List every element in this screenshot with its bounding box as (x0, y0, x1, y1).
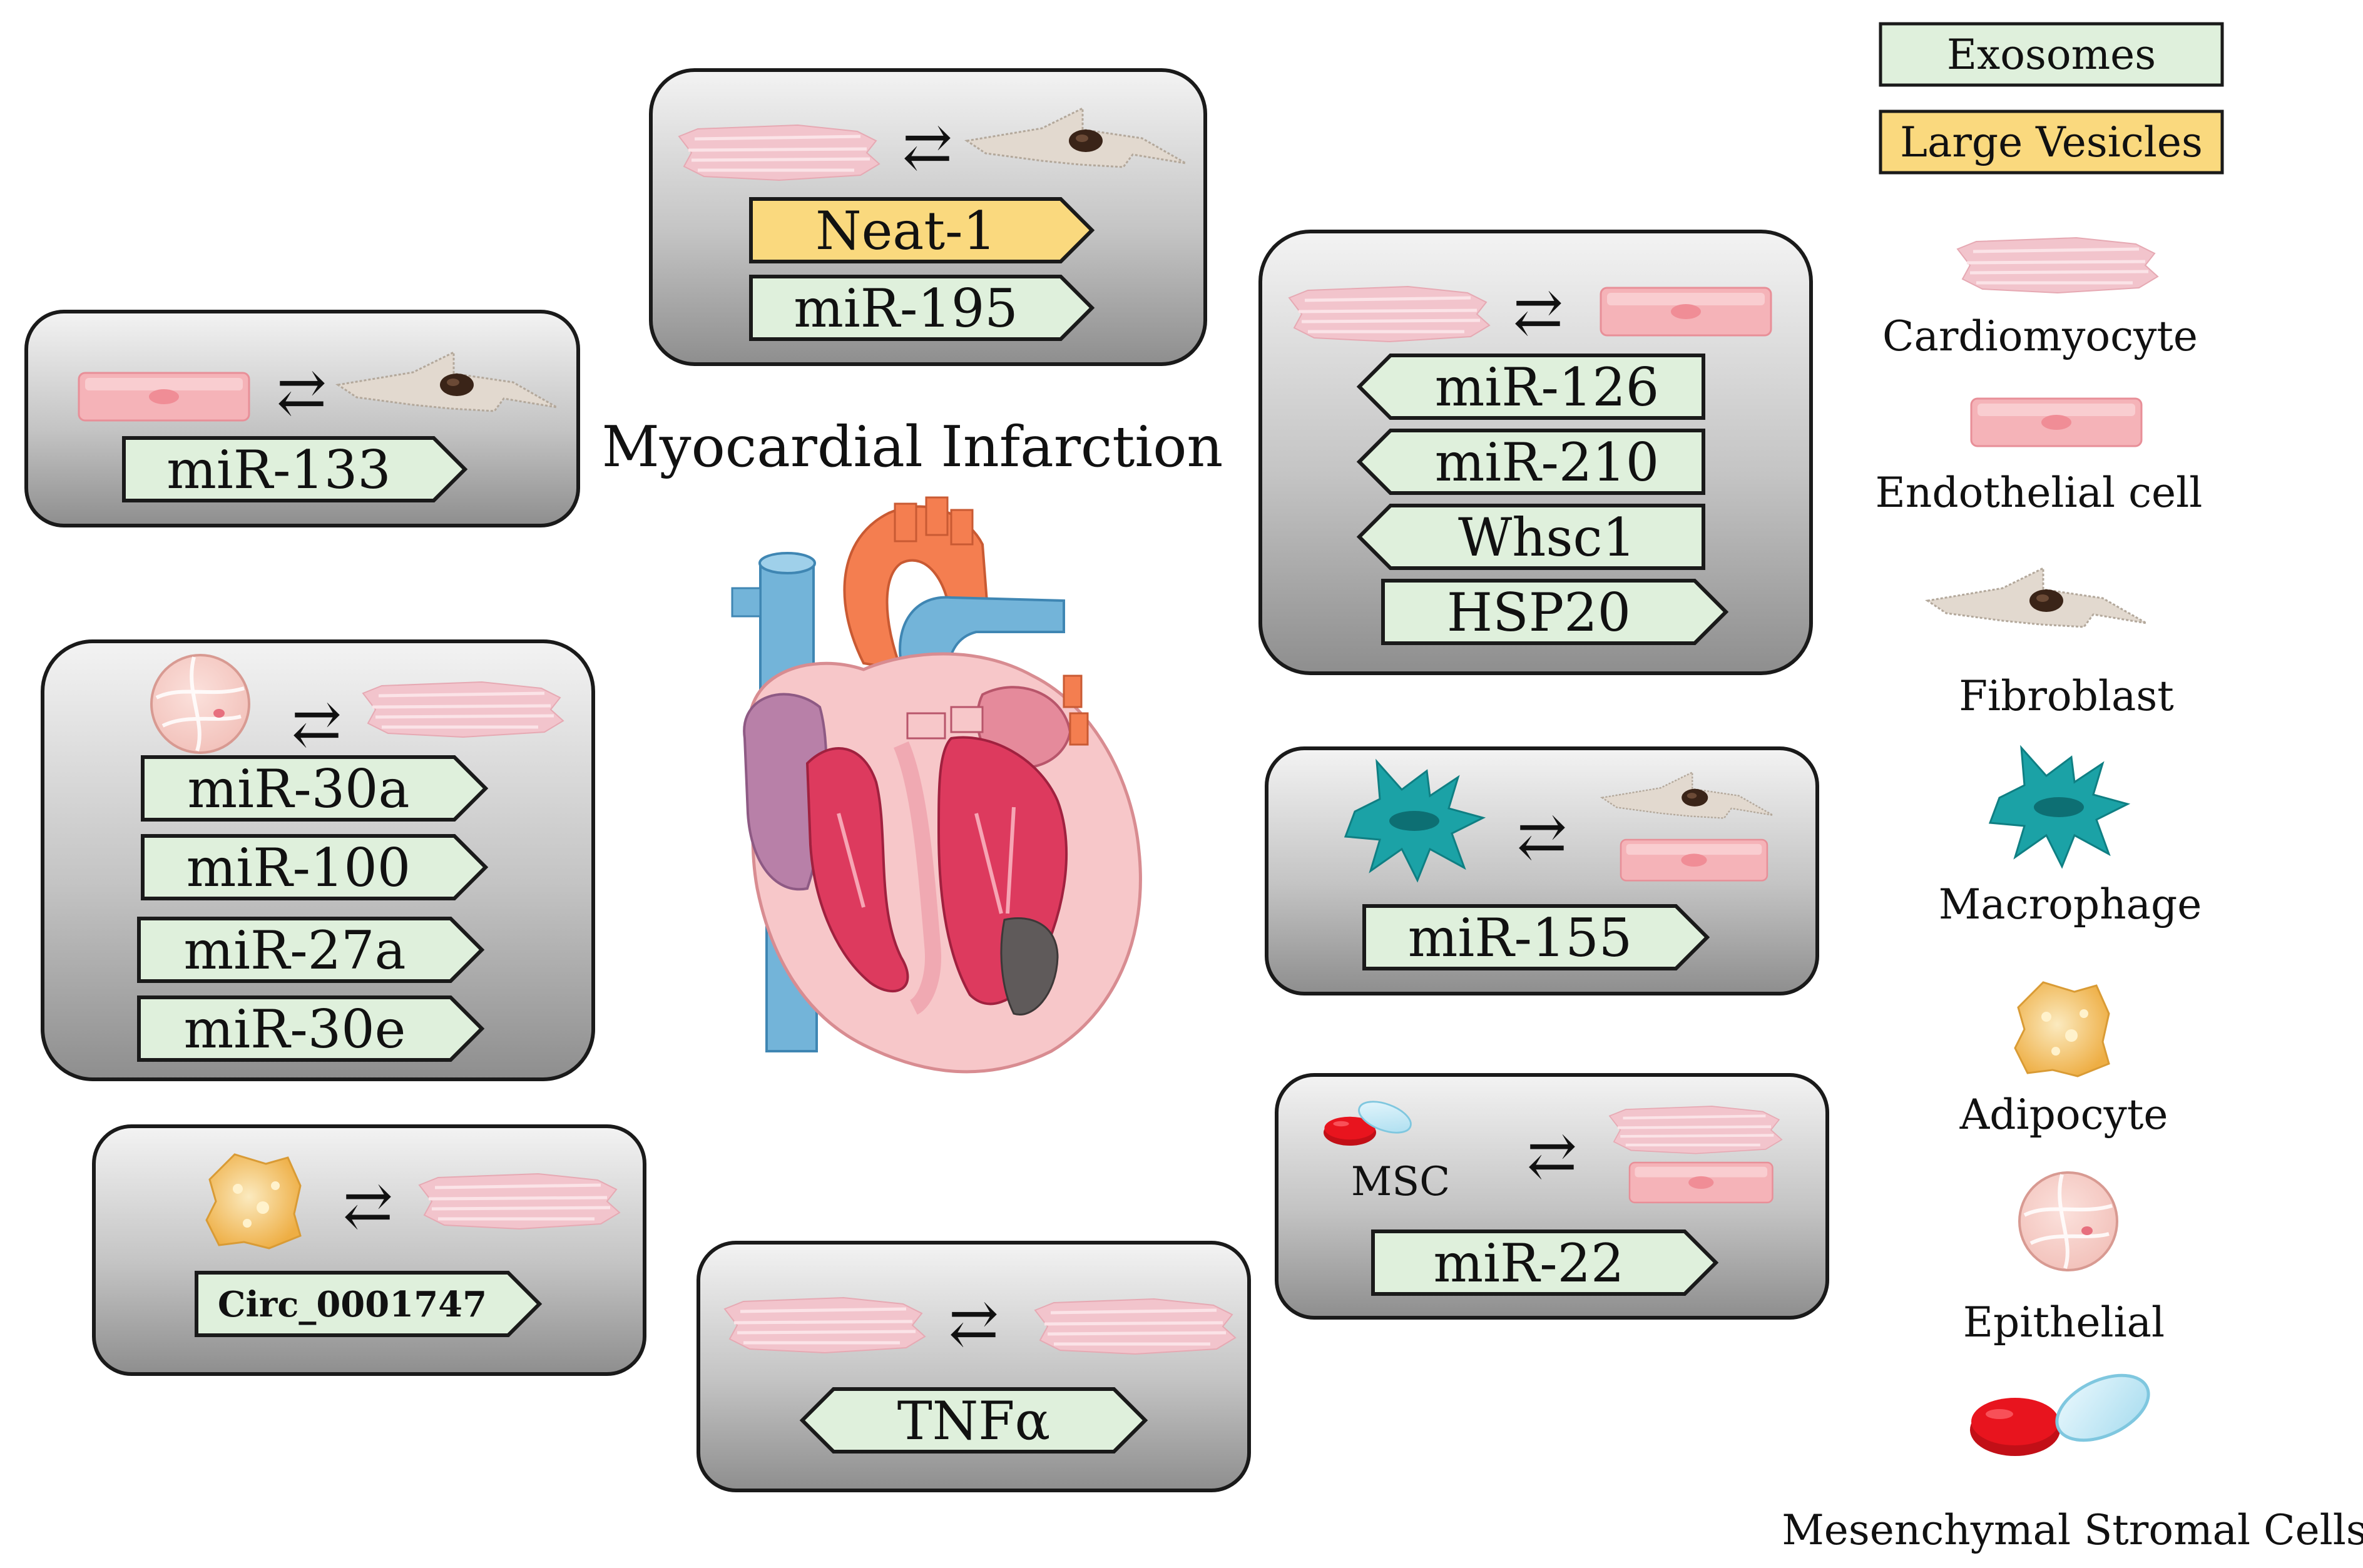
cargo-tag-shape (122, 436, 468, 502)
cargo-tag-shape (1381, 579, 1729, 645)
cargo-tag-whsc1: Whsc1 (1356, 504, 1705, 570)
svg-text:Exosomes: Exosomes (1947, 31, 2156, 79)
cargo-tag-label: Neat-1 (815, 200, 996, 262)
cargo-tag-label: miR-210 (1435, 432, 1659, 493)
macrophage-icon (1988, 745, 2131, 869)
cargo-tag-label: miR-30a (187, 758, 409, 820)
cargo-tag-shape (195, 1271, 543, 1337)
cargo-tag-shape (1362, 904, 1710, 970)
legend: Exosomes Large Vesicles Cardiomyocyte En… (1782, 22, 2363, 1554)
exchange-arrow: ⇄ (1527, 1121, 1577, 1191)
cargo-tag-mir-126: miR-126 (1356, 354, 1705, 420)
cargo-tag-mir-133: miR-133 (122, 436, 468, 502)
exchange-arrow: ⇄ (902, 112, 952, 182)
legend-label-fibroblast: Fibroblast (1959, 672, 2174, 720)
cargo-tag-label: miR-126 (1435, 357, 1659, 418)
cardiomyocyte-icon (362, 681, 564, 738)
cargo-tag-mir-195: miR-195 (749, 275, 1095, 341)
endothelial-cell-icon (1620, 838, 1768, 882)
cargo-tag-hsp20: HSP20 (1381, 579, 1729, 645)
cargo-tag-label: miR-100 (186, 837, 411, 899)
endothelial-cell-icon (1628, 1161, 1774, 1204)
fibroblast-icon (335, 350, 558, 412)
cargo-tag-shape (749, 275, 1095, 341)
cargo-tag-mir-30e: miR-30e (137, 995, 485, 1062)
fibroblast-icon (1600, 771, 1774, 819)
cargo-tag-shape (1356, 504, 1705, 570)
cargo-tag-label: miR-195 (794, 278, 1018, 339)
legend-label-epithelial: Epithelial (1963, 1298, 2165, 1347)
diagram-title: Myocardial Infarction (602, 414, 1223, 480)
cargo-tag-shape (1371, 1229, 1719, 1296)
cardiomyocyte-icon (1608, 1106, 1783, 1154)
cargo-tag-shape (1356, 354, 1705, 420)
cardiomyocyte-icon (678, 124, 880, 181)
heart-illustration (731, 496, 1142, 1074)
cargo-tag-shape (1356, 429, 1705, 495)
msc-dish-icon (1324, 1101, 1412, 1146)
cargo-tag-mir-22: miR-22 (1371, 1229, 1719, 1296)
epithelial-icon (2018, 1171, 2118, 1271)
macrophage-icon (1344, 758, 1486, 883)
cardiomyocyte-icon (1288, 285, 1491, 343)
cargo-tag-mir-27a: miR-27a (137, 917, 485, 983)
cardiomyocyte-icon (723, 1296, 926, 1354)
legend-label-cardiomyocyte: Cardiomyocyte (1882, 312, 2198, 360)
endothelial-cell-icon (78, 372, 250, 422)
fibroblast-icon (964, 106, 1187, 168)
msc-dish-icon (1970, 1373, 2150, 1456)
legend-label-adipocyte: Adipocyte (1959, 1091, 2168, 1139)
cargo-tags: Neat-1 miR-195 miR-133 miR-126 miR-210Whsc1H… (122, 197, 1729, 1453)
endothelial-cell-icon (1970, 397, 2143, 447)
cargo-tag-label: HSP20 (1447, 582, 1631, 643)
cargo-tag-label: miR-22 (1433, 1233, 1624, 1294)
cargo-tag-label: miR-27a (183, 920, 406, 981)
cargo-tag-label: miR-30e (184, 999, 406, 1060)
endothelial-cell-icon (1600, 287, 1772, 337)
cargo-tag-label: miR-155 (1408, 907, 1632, 969)
cargo-tag-shape (141, 755, 489, 822)
adipocyte-icon (2014, 981, 2110, 1077)
svg-text:Large Vesicles: Large Vesicles (1900, 118, 2203, 166)
legend-label-msc: Mesenchymal Stromal Cells (1782, 1506, 2363, 1554)
cargo-tag-tnf-: TNFα (799, 1387, 1148, 1453)
cargo-tag-label: Whsc1 (1458, 507, 1636, 568)
cargo-tag-mir-155: miR-155 (1362, 904, 1710, 970)
legend-label-endothelial-cell: Endothelial cell (1876, 469, 2203, 517)
cargo-tag-shape (749, 197, 1095, 263)
cargo-tag-circ-0001747: Circ_0001747 (195, 1271, 543, 1337)
cargo-tag-label: TNFα (897, 1390, 1051, 1452)
cargo-tag-shape (799, 1387, 1148, 1453)
cardiomyocyte-icon (1034, 1298, 1237, 1355)
cargo-tag-shape (137, 917, 485, 983)
cargo-tag-label: Circ_0001747 (218, 1284, 487, 1325)
adipocyte-icon (205, 1153, 302, 1250)
legend-large-vesicles: Large Vesicles (1879, 109, 2224, 175)
cardiomyocyte-icon (418, 1173, 621, 1230)
cargo-tag-shape (141, 834, 489, 900)
exchange-arrow: ⇄ (1517, 802, 1567, 872)
exchange-arrow: ⇄ (343, 1171, 393, 1241)
cardiomyocyte-icon (1956, 237, 2159, 294)
cargo-tag-mir-100: miR-100 (141, 834, 489, 900)
fibroblast-icon (1925, 566, 2147, 628)
cargo-tag-mir-210: miR-210 (1356, 429, 1705, 495)
cargo-tag-neat-1: Neat-1 (749, 197, 1095, 263)
exchange-arrow: ⇄ (949, 1288, 999, 1358)
legend-exosomes: Exosomes (1879, 22, 2224, 87)
exchange-arrow: ⇄ (277, 357, 327, 427)
cargo-tag-mir-30a: miR-30a (141, 755, 489, 822)
msc-label: MSC (1351, 1159, 1450, 1205)
exchange-arrow: ⇄ (1513, 277, 1563, 347)
cargo-tag-shape (137, 995, 485, 1062)
cargo-tag-label: miR-133 (166, 439, 390, 501)
legend-label-macrophage: Macrophage (1939, 880, 2202, 929)
exchange-arrow: ⇄ (292, 689, 342, 759)
epithelial-icon (150, 654, 250, 754)
